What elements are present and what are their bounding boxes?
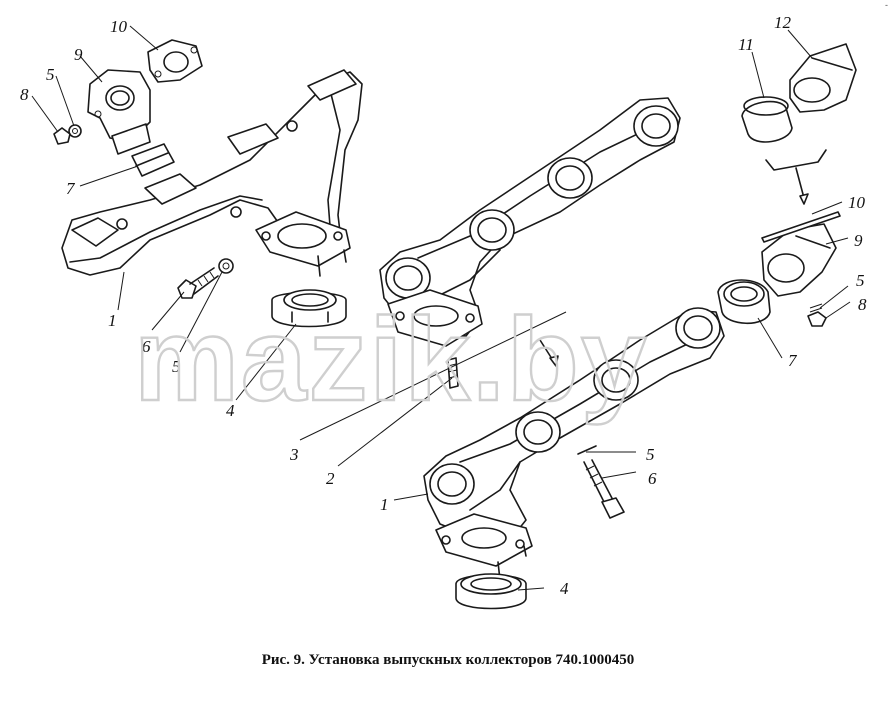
callout-8-right: 8 (858, 295, 867, 314)
right-ring-7 (717, 279, 771, 324)
corner-mark: - (885, 0, 888, 10)
left-elbow-9 (87, 69, 151, 155)
callout-12: 12 (774, 13, 792, 32)
callout-10-left: 10 (110, 17, 128, 36)
callout-11: 11 (738, 35, 754, 54)
callout-2: 2 (326, 469, 335, 488)
callout-7-right: 7 (788, 351, 798, 370)
callout-7-left: 7 (66, 179, 76, 198)
upper-sleeve-4 (271, 289, 347, 328)
leader-lines (31, 25, 851, 591)
callout-labels: 10 9 5 8 7 1 6 5 4 3 2 1 4 6 5 7 5 8 9 1… (20, 13, 867, 598)
callout-5-right-bolt: 5 (646, 445, 655, 464)
callout-9-right: 9 (854, 231, 863, 250)
callout-6-left: 6 (142, 337, 151, 356)
callout-5-right: 5 (856, 271, 865, 290)
callout-10-right: 10 (848, 193, 866, 212)
right-nut-8 (807, 311, 827, 327)
lower-sleeve-4 (455, 573, 527, 610)
assembly-arrow (765, 149, 827, 205)
lower-right-manifold (423, 307, 725, 581)
right-washer-5 (809, 303, 823, 313)
callout-4-upper: 4 (226, 401, 235, 420)
callout-6-right: 6 (648, 469, 657, 488)
watermark: mazik.by (134, 294, 648, 426)
upper-right-manifold (379, 97, 681, 347)
callout-3: 3 (289, 445, 299, 464)
lower-bolt-6 (577, 445, 625, 519)
figure-caption: Рис. 9. Установка выпускных коллекторов … (261, 652, 635, 668)
callout-4-lower: 4 (560, 579, 569, 598)
part-12-elbow (789, 43, 857, 113)
part-11-sleeve (741, 96, 793, 143)
left-ring-7 (131, 143, 175, 177)
callout-1-left: 1 (108, 311, 117, 330)
left-manifold (61, 69, 363, 277)
left-gasket-10 (147, 39, 203, 83)
left-bolt-6 (177, 258, 234, 299)
left-washer-5 (68, 124, 82, 138)
callout-9-left: 9 (74, 45, 83, 64)
assembly-arrow-center (539, 339, 559, 367)
callout-8-left: 8 (20, 85, 29, 104)
callout-5-left: 5 (46, 65, 55, 84)
callout-1-right: 1 (380, 495, 389, 514)
callout-5-left-bolt: 5 (172, 357, 181, 376)
right-gasket-10 (761, 211, 841, 243)
